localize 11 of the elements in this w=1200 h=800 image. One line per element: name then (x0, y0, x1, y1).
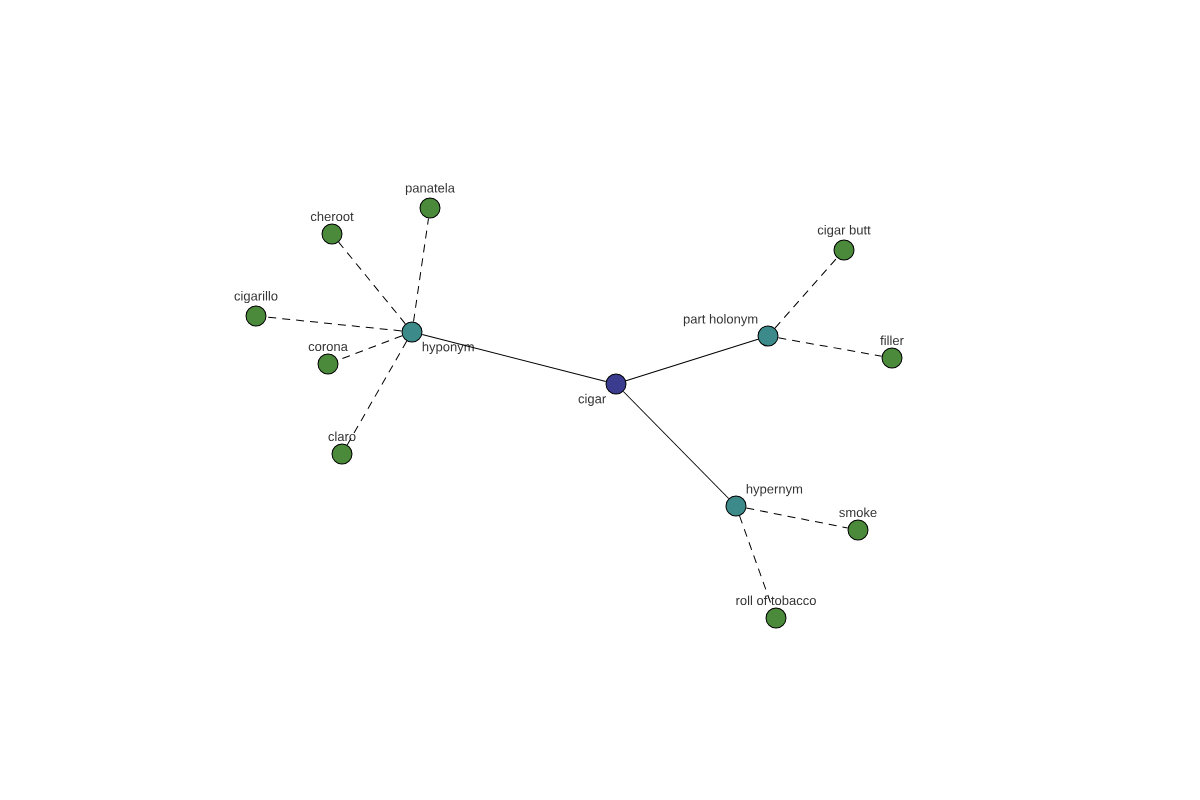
link-line (625, 338, 759, 382)
link-line (622, 391, 730, 499)
dashed-link (413, 217, 429, 323)
dashed-link (338, 241, 406, 325)
dashed-link (265, 316, 403, 332)
dashed-link (745, 507, 849, 529)
link-line (421, 334, 607, 382)
dashed-link (346, 340, 408, 446)
dashed-link (337, 335, 403, 361)
dashed-link (777, 337, 883, 357)
dashed-link (774, 257, 838, 329)
